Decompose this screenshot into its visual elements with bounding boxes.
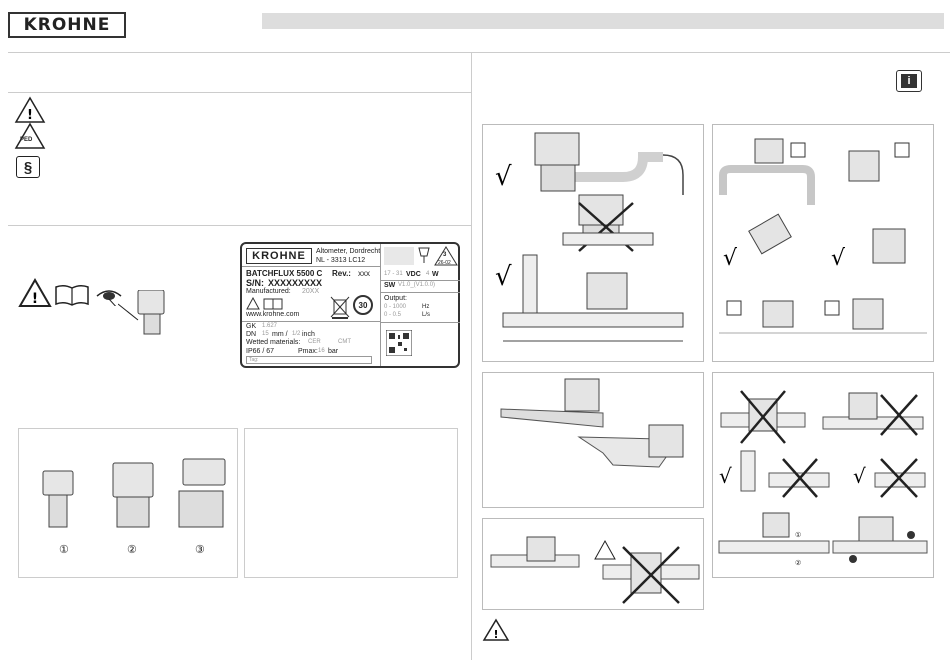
version-1-label: ①	[59, 544, 69, 556]
inlet-outlet-diagram: √ √	[495, 132, 684, 342]
angle-1-label: ①	[795, 532, 802, 539]
vibration-diagram	[490, 536, 700, 604]
device-illustration	[118, 290, 165, 335]
header-bar	[262, 13, 944, 29]
blank-panel	[244, 428, 458, 578]
figure-inlet-outlet: √ √	[482, 124, 704, 362]
years-badge: 30	[353, 295, 373, 315]
qr-code-icon	[386, 330, 412, 356]
svg-text:√: √	[719, 464, 732, 488]
svg-text:√: √	[853, 464, 866, 488]
divider-top	[8, 52, 471, 53]
warning-icon: !	[482, 618, 510, 641]
section-icon: §	[16, 156, 40, 178]
svg-text:!: !	[493, 628, 498, 641]
divider-nameplate	[8, 225, 471, 226]
divider-safety	[8, 92, 471, 93]
versions-panel: ① ② ③	[18, 428, 238, 578]
device-versions-illustration	[42, 458, 226, 528]
figure-vibration-warning	[482, 518, 704, 610]
svg-text:√: √	[495, 262, 512, 292]
svg-text:√: √	[723, 246, 738, 271]
divider-right-top	[471, 52, 950, 53]
nameplate-warning-manual-icon	[246, 297, 283, 310]
nameplate-address: Altometer, Dordrecht NL - 3313 LC12	[316, 248, 381, 264]
figure-pipe-length	[482, 372, 704, 508]
version-3-label: ③	[195, 544, 205, 556]
svg-text:!: !	[32, 291, 38, 307]
manual-book-icon	[55, 284, 89, 306]
version-2-label: ②	[127, 544, 137, 556]
serial-label: S/N:	[246, 278, 264, 288]
svg-text:√: √	[495, 162, 512, 192]
divider-vertical	[471, 52, 472, 660]
warning-icon: !	[18, 278, 52, 307]
info-icon: i	[896, 70, 922, 92]
nameplate-logo: KROHNE	[246, 248, 312, 264]
nameplate: KROHNE Altometer, Dordrecht NL - 3313 LC…	[240, 242, 460, 368]
nameplate-divider	[380, 244, 381, 366]
warning-icon: !	[14, 96, 46, 123]
ped-warning-icon	[14, 122, 46, 149]
mounting-positions-diagram: √ √	[719, 138, 927, 334]
svg-text:!: !	[27, 108, 33, 123]
rev-label: Rev.:	[332, 269, 351, 278]
angle-2-label: ②	[795, 560, 802, 567]
rev-value: xxx	[358, 269, 370, 278]
website: www.krohne.com	[246, 311, 300, 318]
ped-label: PED	[20, 137, 33, 143]
cup-fork-icon	[418, 247, 430, 263]
figure-electrode-orientation: √ √ ① ②	[712, 372, 934, 578]
tag-field: Tag:	[246, 356, 372, 364]
pipe-length-diagram	[500, 378, 684, 468]
krohne-logo: KROHNE	[8, 12, 126, 38]
eye-icon	[96, 290, 122, 306]
manufactured-value: 20XX	[302, 288, 320, 295]
figure-mounting-positions: √ √	[712, 124, 934, 362]
electrode-orientation-diagram: √ √	[718, 390, 928, 563]
serial-value: XXXXXXXXX	[268, 278, 323, 288]
weee-bin-icon	[330, 296, 350, 319]
model-name: BATCHFLUX 5500 C	[246, 269, 323, 278]
svg-text:√: √	[831, 246, 846, 271]
nameplate-blank-box	[384, 247, 414, 265]
certification-triangle-icon	[434, 246, 458, 266]
manufactured-label: Manufactured:	[246, 288, 291, 295]
